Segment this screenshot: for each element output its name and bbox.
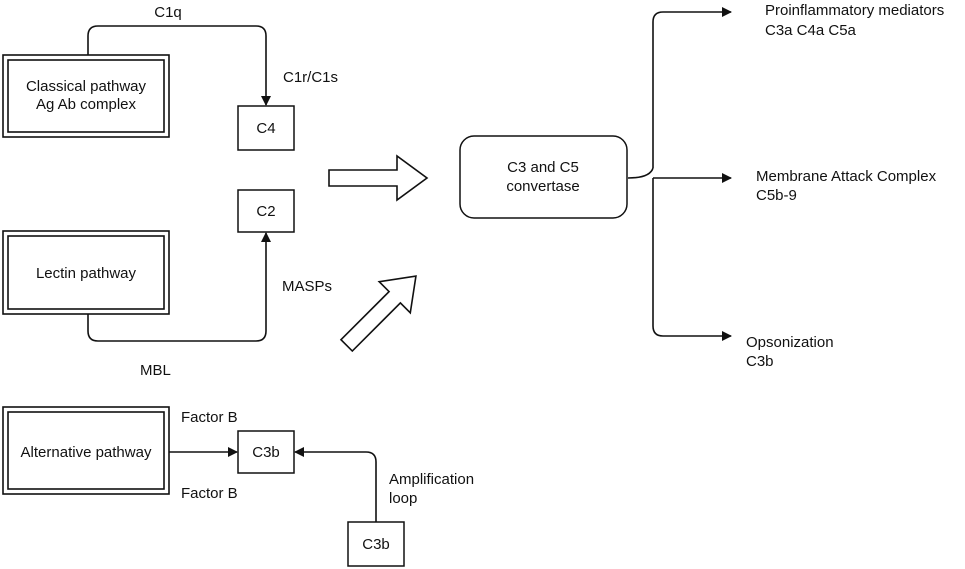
convertase-label: C3 and C5 (507, 159, 579, 176)
c4-box: C4 (237, 105, 295, 151)
c3b-main-box: C3b (237, 430, 295, 474)
convertase-sublabel: convertase (506, 178, 579, 195)
masps-label: MASPs (282, 278, 332, 295)
mac-label: Membrane Attack Complex (756, 168, 937, 185)
lectin-pathway-label: Lectin pathway (36, 265, 137, 282)
amplification-loop-label: loop (389, 490, 417, 507)
proinflammatory-label: Proinflammatory mediators (765, 2, 944, 19)
classical-pathway-box: Classical pathway Ag Ab complex (2, 54, 170, 138)
c2-box: C2 (237, 189, 295, 233)
factor-b-top-label: Factor B (181, 409, 238, 426)
amplification-label: Amplification (389, 471, 474, 488)
c2-label: C2 (256, 203, 275, 220)
branch-upper (652, 7, 732, 168)
c3b-loop-box: C3b (347, 521, 405, 567)
mbl-masps-arrow (87, 232, 271, 342)
c1q-label: C1q (154, 4, 182, 21)
c3b-main-label: C3b (252, 444, 280, 461)
c3b-loop-label: C3b (362, 536, 390, 553)
branch-connector (627, 167, 654, 179)
proinflammatory-sublabel: C3a C4a C5a (765, 22, 857, 39)
factor-b-bottom-label: Factor B (181, 485, 238, 502)
opsonization-label: Opsonization (746, 334, 834, 351)
convertase-box: C3 and C5 convertase (459, 135, 628, 219)
classical-pathway-label: Classical pathway (26, 78, 147, 95)
block-arrow-right (328, 154, 429, 202)
classical-pathway-sublabel: Ag Ab complex (36, 96, 137, 113)
branch-lower (652, 178, 732, 341)
mac-sublabel: C5b-9 (756, 187, 797, 204)
block-arrow-diagonal (339, 275, 417, 353)
amplification-loop-arrow (294, 447, 377, 522)
c4-label: C4 (256, 120, 275, 137)
c1r-c1s-label: C1r/C1s (283, 69, 338, 86)
opsonization-sublabel: C3b (746, 353, 774, 370)
mbl-label: MBL (140, 362, 171, 379)
lectin-pathway-box: Lectin pathway (2, 230, 170, 315)
alternative-pathway-label: Alternative pathway (21, 444, 152, 461)
alternative-pathway-box: Alternative pathway (2, 406, 170, 495)
c1q-arrow (87, 25, 271, 106)
